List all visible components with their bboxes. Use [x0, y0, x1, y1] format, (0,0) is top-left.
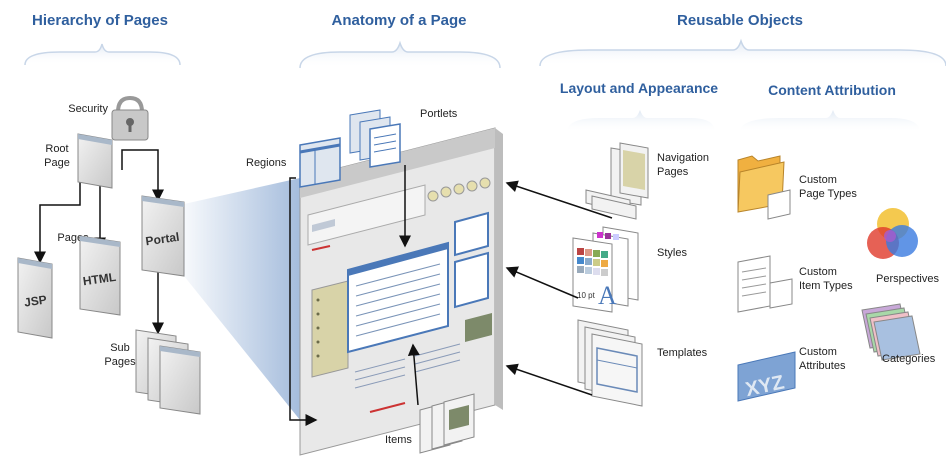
header-layout: Layout and Appearance	[560, 80, 718, 96]
styles-letter-sample: A	[598, 281, 617, 310]
label-perspectives: Perspectives	[876, 273, 939, 285]
lock-icon	[111, 95, 149, 141]
label-sub-1: Sub	[110, 342, 130, 354]
brace-hierarchy	[24, 43, 181, 66]
brace-reusable	[539, 38, 946, 67]
header-hierarchy: Hierarchy of Pages	[32, 12, 168, 29]
header-anatomy: Anatomy of a Page	[331, 12, 466, 29]
portlets-icon	[349, 109, 401, 168]
label-cpt-1: Custom	[799, 174, 837, 186]
label-sub-2: Pages	[104, 356, 136, 368]
anatomy-connectors	[289, 165, 420, 426]
label-root-1: Root	[45, 143, 68, 155]
templates-icon	[577, 319, 643, 407]
header-reusable: Reusable Objects	[677, 12, 803, 29]
label-regions: Regions	[246, 157, 287, 169]
label-templates: Templates	[657, 347, 708, 359]
projection-beam	[184, 178, 300, 420]
item-types-icon	[737, 255, 793, 313]
root-page-icon	[77, 133, 113, 189]
html-page-icon	[79, 235, 121, 316]
label-portal: Portal	[145, 230, 181, 249]
sub-pages-icon	[135, 329, 201, 415]
label-nav-2: Pages	[657, 166, 689, 178]
styles-icon: 10 pt A	[572, 226, 639, 313]
navigation-pages-icon	[585, 142, 649, 220]
label-jsp: JSP	[23, 293, 47, 310]
layout-connectors	[505, 180, 613, 396]
label-categories: Categories	[882, 353, 936, 365]
anatomy-page	[299, 127, 503, 456]
label-ca-2: Attributes	[799, 360, 846, 372]
label-items: Items	[385, 434, 412, 446]
label-nav-1: Navigation	[657, 152, 709, 164]
label-ca-1: Custom	[799, 346, 837, 358]
hierarchy-connectors	[34, 149, 164, 335]
label-root-2: Page	[44, 157, 70, 169]
label-styles: Styles	[657, 247, 687, 259]
label-cpt-2: Page Types	[799, 188, 857, 200]
items-icon	[419, 393, 475, 454]
brace-content	[740, 110, 920, 132]
brace-layout	[567, 110, 715, 132]
label-portlets: Portlets	[420, 108, 458, 120]
label-cit-1: Custom	[799, 266, 837, 278]
regions-icon	[299, 137, 341, 188]
label-security: Security	[68, 103, 108, 115]
header-content: Content Attribution	[768, 82, 896, 98]
folder-icon	[737, 155, 791, 220]
xyz-attribute-icon: XYZ	[737, 351, 796, 402]
brace-anatomy	[299, 40, 501, 69]
styles-font-sample: 10 pt	[577, 291, 596, 300]
categories-icon	[861, 303, 921, 361]
perspectives-icon	[867, 208, 918, 259]
label-html: HTML	[82, 270, 117, 289]
label-cit-2: Item Types	[799, 280, 853, 292]
jsp-page-icon	[17, 257, 53, 339]
